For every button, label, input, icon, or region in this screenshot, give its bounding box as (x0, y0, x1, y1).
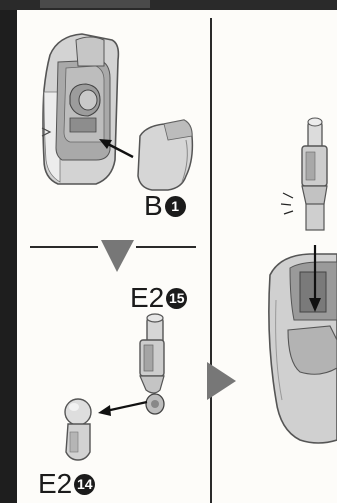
part-number-badge: 1 (165, 196, 186, 217)
part-letter: B (144, 192, 163, 220)
inserted-joint-illustration (281, 118, 327, 230)
receiving-shield-illustration (269, 254, 337, 443)
joint-part-illustration (140, 314, 164, 414)
part-label-e2-14: E2 14 (38, 470, 95, 498)
part-number-badge: 15 (166, 288, 187, 309)
cover-part-illustration (138, 120, 192, 190)
step-separator-triangle-icon (101, 240, 134, 272)
next-step-arrow-icon (207, 362, 236, 400)
part-letter: E2 (130, 284, 164, 312)
part-label-e2-15: E2 15 (130, 284, 187, 312)
part-number-badge: 14 (74, 474, 95, 495)
part-label-b1: B 1 (144, 192, 186, 220)
assembly-arrow-icon (98, 402, 147, 416)
part-letter: E2 (38, 470, 72, 498)
ball-part-illustration (65, 399, 91, 460)
shield-part-illustration (42, 34, 118, 184)
